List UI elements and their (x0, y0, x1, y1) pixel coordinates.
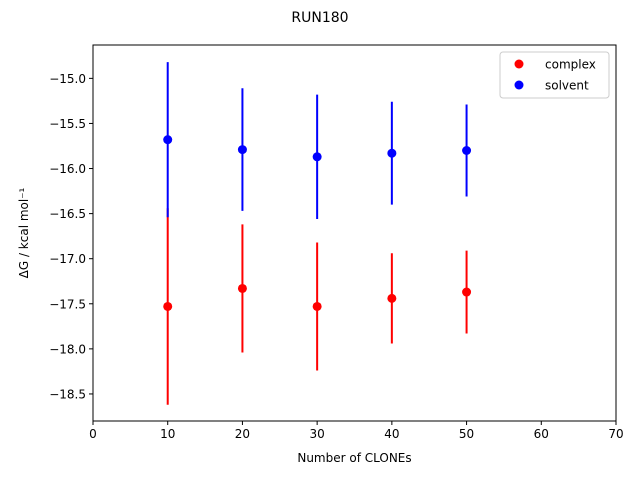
x-axis-label: Number of CLONEs (297, 451, 411, 465)
x-tick-label: 40 (384, 427, 399, 441)
y-tick-label: −18.0 (49, 342, 86, 356)
solvent-point (387, 148, 397, 158)
axes-frame (92, 44, 617, 422)
legend-marker-complex (514, 59, 524, 69)
legend: complex solvent (499, 51, 610, 99)
y-tick-label: −16.5 (49, 207, 86, 221)
complex-point (387, 293, 397, 303)
y-tick-label: −15.5 (49, 117, 86, 131)
complex-point (312, 301, 322, 311)
x-tick-label: 0 (89, 427, 97, 441)
y-tick-label: −15.0 (49, 72, 86, 86)
y-tick-label: −18.5 (49, 387, 86, 401)
chart-title: RUN180 (291, 10, 348, 26)
y-tick-label: −17.5 (49, 297, 86, 311)
y-tick-label: −17.0 (49, 252, 86, 266)
complex-point (462, 287, 472, 297)
solvent-point (163, 135, 173, 145)
x-tick-label: 10 (160, 427, 175, 441)
solvent-point (237, 145, 247, 155)
x-tick-label: 60 (534, 427, 549, 441)
legend-box (499, 51, 610, 99)
x-tick-label: 30 (310, 427, 325, 441)
solvent-point (312, 152, 322, 162)
legend-marker-solvent (514, 80, 524, 90)
x-tick-label: 70 (608, 427, 623, 441)
legend-label-complex: complex (545, 58, 596, 72)
y-tick-label: −16.0 (49, 162, 86, 176)
axis-ticks: 0 10 20 30 40 50 60 70 −18.5 −18.0 −17.5 −17.0 −16.5… (49, 72, 623, 441)
legend-label-solvent: solvent (545, 79, 589, 93)
complex-point (237, 283, 247, 293)
x-tick-label: 20 (235, 427, 250, 441)
complex-point (163, 301, 173, 311)
y-axis-label: ΔG / kcal mol⁻¹ (17, 187, 31, 278)
x-tick-label: 50 (459, 427, 474, 441)
plot-area (163, 62, 472, 405)
solvent-point (462, 145, 472, 155)
